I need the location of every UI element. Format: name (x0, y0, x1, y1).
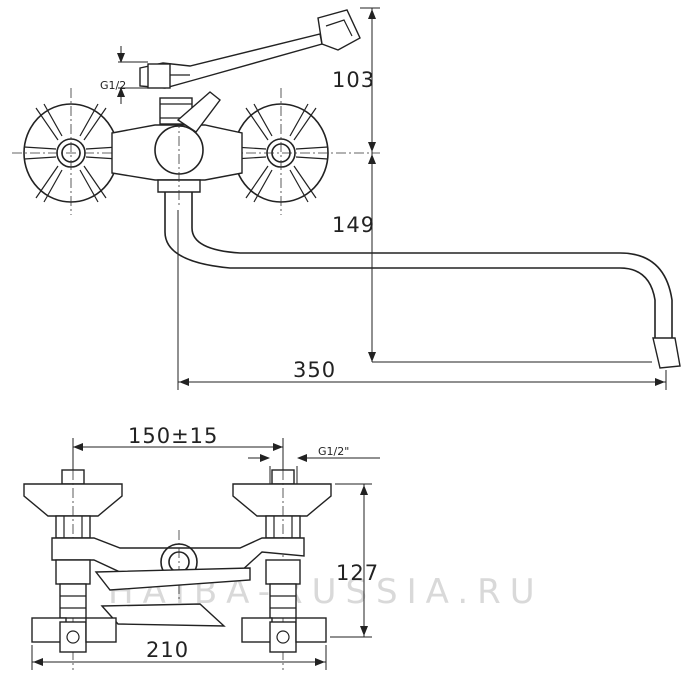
long-lever (139, 9, 361, 89)
front-thread-label: G1/2" (318, 445, 349, 458)
vertical-dimension-side: 103 149 (332, 7, 652, 363)
left-front-handle (23, 469, 123, 539)
front-view: 150±15 G1/2" (23, 424, 380, 670)
front-height-dimension: 127 (330, 483, 379, 638)
mixer-body (111, 91, 243, 205)
dim-spout-length: 350 (293, 358, 336, 382)
spout (164, 192, 681, 369)
side-view: G1/2 103 149 350 (12, 7, 681, 390)
right-front-handle (232, 469, 332, 539)
front-mixer-body (51, 530, 305, 627)
left-eccentric (31, 559, 117, 653)
dim-front-height: 127 (336, 561, 379, 585)
side-thread-label: G1/2 (100, 79, 126, 92)
dim-center-distance: 150±15 (128, 424, 218, 448)
dim-height-spout: 149 (332, 213, 375, 237)
dim-front-width: 210 (146, 638, 189, 662)
center-distance-dimension: 150±15 (72, 424, 284, 482)
front-thread-dimension: G1/2" (248, 445, 380, 484)
side-thread-dimension: G1/2 (100, 46, 148, 104)
dim-height-top: 103 (332, 68, 375, 92)
right-eccentric (241, 559, 327, 653)
horizontal-dimension-side: 350 (177, 210, 667, 390)
front-width-dimension: 210 (31, 638, 327, 670)
